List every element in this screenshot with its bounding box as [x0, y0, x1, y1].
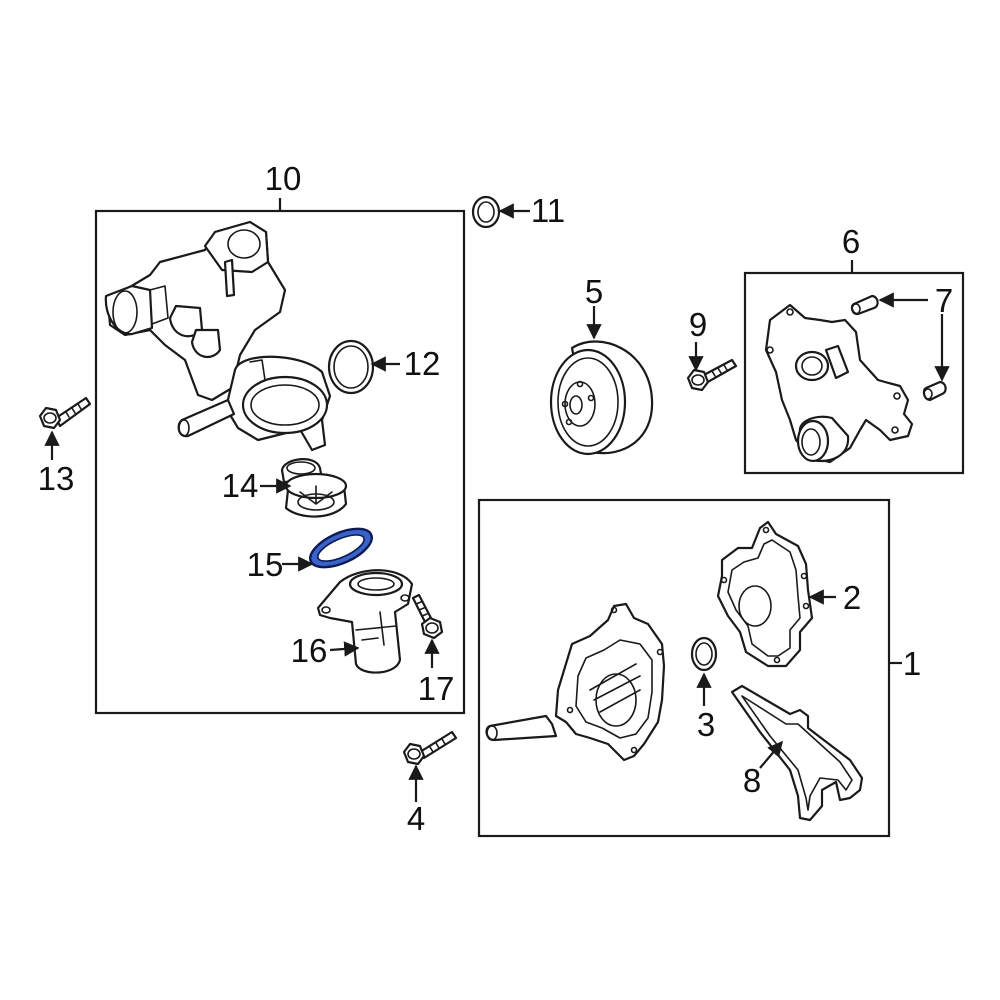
callout-14: 14: [222, 467, 259, 504]
o-ring-11: [471, 195, 501, 229]
bolt-4: [402, 730, 458, 766]
arrow-8: [759, 740, 783, 769]
thermostat-housing: [104, 220, 332, 452]
group-box-1: [477, 498, 891, 838]
callout-11: 11: [531, 192, 565, 229]
pump-housing-1: [485, 602, 666, 762]
callout-4: 4: [407, 800, 425, 837]
callout-2: 2: [843, 579, 861, 616]
callout-12: 12: [404, 345, 441, 382]
gasket-strip-8: [730, 684, 864, 822]
callout-15: 15: [247, 546, 284, 583]
arrow-16: [329, 641, 360, 657]
gasket-15-highlighted: [309, 527, 373, 569]
coolant-outlet-16: [316, 569, 414, 674]
pump-gasket-2: [716, 520, 814, 668]
group-box-6: [743, 271, 965, 475]
callout-8: 8: [743, 762, 761, 799]
bolt-13: [38, 396, 92, 430]
callout-13: 13: [38, 460, 75, 497]
pulley-5: [549, 340, 654, 456]
water-pump-6: [764, 294, 947, 464]
callout-17: 17: [418, 670, 455, 707]
thermostat-14: [280, 458, 348, 518]
callout-10: 10: [265, 160, 302, 197]
bolt-17: [411, 593, 444, 640]
callout-7: 7: [935, 282, 953, 319]
o-ring-3: [690, 636, 718, 672]
callout-6: 6: [842, 223, 860, 260]
callout-16: 16: [291, 632, 328, 669]
callout-1: 1: [903, 645, 921, 682]
callout-3: 3: [697, 706, 715, 743]
bolt-9: [686, 358, 738, 392]
callout-9: 9: [689, 306, 707, 343]
callout-5: 5: [585, 273, 603, 310]
seal-ring-12: [327, 339, 375, 395]
